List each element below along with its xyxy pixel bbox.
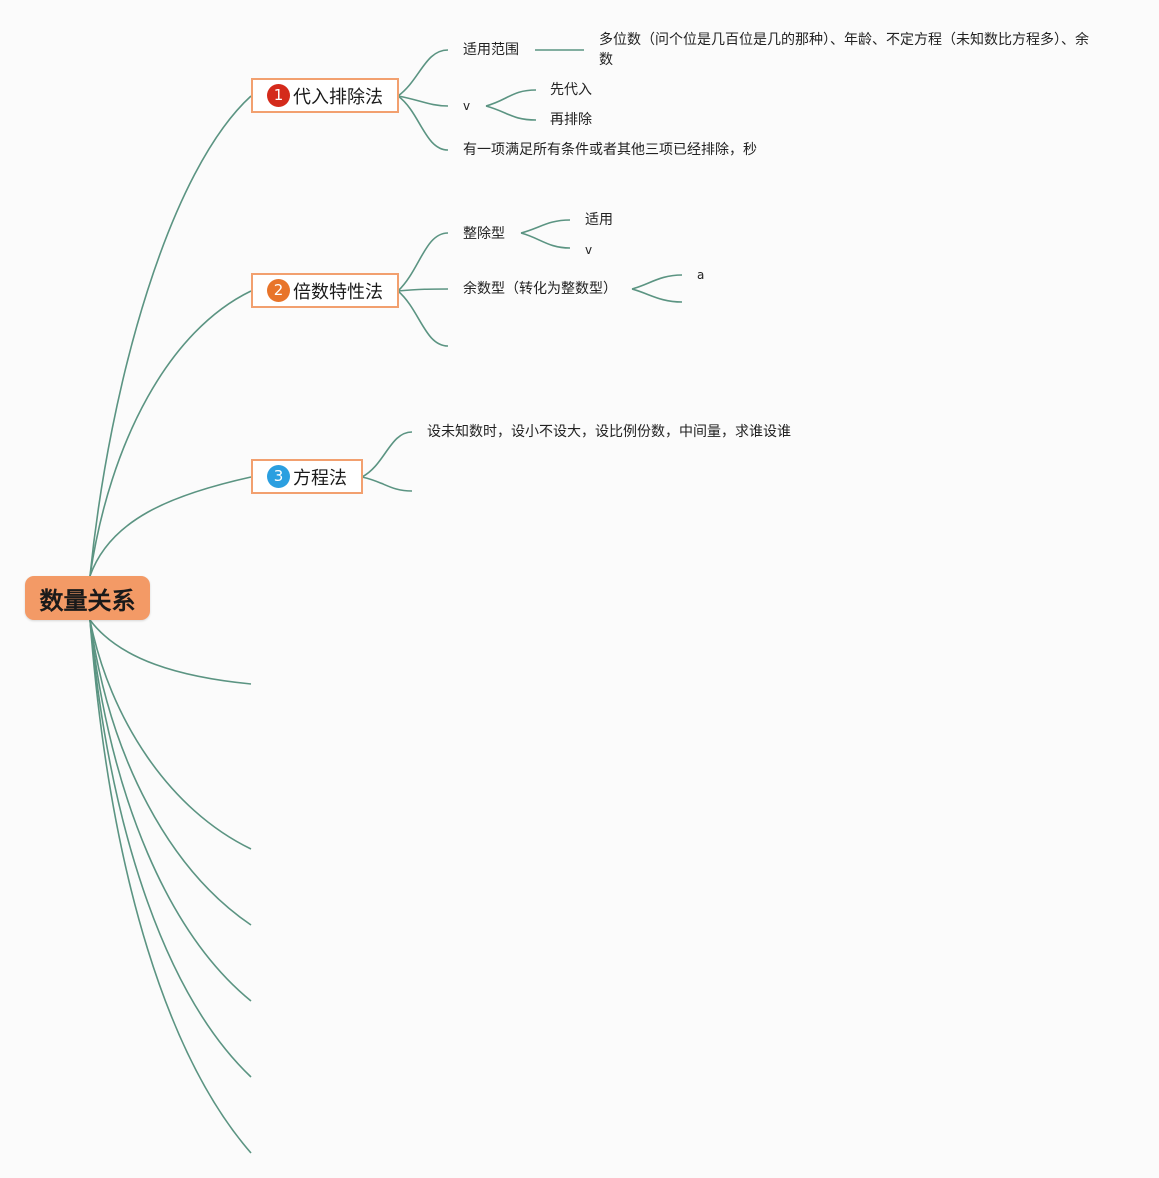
branch-substitution-elimination[interactable]: 1 代入排除法	[251, 78, 399, 113]
topic-remainder[interactable]: 余数型（转化为整数型）	[463, 281, 617, 297]
topic-v[interactable]: v	[463, 99, 471, 113]
branch-label: 代入排除法	[293, 86, 383, 108]
link-root-empty6	[89, 619, 252, 926]
topic-divisible[interactable]: 整除型	[463, 226, 505, 242]
badge-1-icon: 1	[267, 84, 290, 107]
link-div-suitable	[520, 219, 571, 234]
link-b3-empty	[361, 476, 413, 492]
link-b1-rule	[397, 95, 449, 151]
topic-scope-text[interactable]: 多位数（问个位是几百位是几的那种）、年龄、不定方程（未知数比方程多）、余数	[599, 32, 1089, 68]
link-root-empty5	[89, 619, 252, 850]
topic-then-eliminate[interactable]: 再排除	[550, 112, 592, 128]
topic-rem-a[interactable]: a	[697, 268, 705, 282]
link-b2-empty	[397, 290, 449, 347]
link-b1-v	[397, 95, 449, 107]
link-b2-divisible	[397, 232, 449, 292]
link-root-branch1	[89, 95, 252, 577]
badge-3-icon: 3	[267, 465, 290, 488]
link-rem-a	[631, 274, 683, 290]
link-b1-scope	[397, 49, 449, 97]
topic-substitute-first[interactable]: 先代入	[550, 82, 592, 98]
branch-label: 方程法	[293, 467, 347, 489]
link-root-empty7	[89, 619, 252, 1002]
branch-equation[interactable]: 3 方程法	[251, 459, 363, 494]
link-b3-tip	[361, 431, 413, 478]
topic-suitable[interactable]: 适用	[585, 212, 613, 228]
link-root-empty8	[89, 619, 252, 1078]
link-v-then	[485, 105, 537, 121]
link-div-v	[520, 232, 571, 249]
link-b2-remainder	[397, 288, 449, 292]
topic-equation-tip[interactable]: 设未知数时，设小不设大，设比例份数，中间量，求谁设谁	[427, 424, 791, 440]
topic-scope[interactable]: 适用范围	[463, 42, 519, 58]
topic-div-v[interactable]: v	[585, 243, 593, 257]
link-root-branch2	[89, 290, 252, 577]
badge-2-icon: 2	[267, 279, 290, 302]
branch-label: 倍数特性法	[293, 281, 383, 303]
link-root-empty9	[89, 619, 252, 1154]
link-root-empty4	[89, 619, 252, 685]
branch-multiple-property[interactable]: 2 倍数特性法	[251, 273, 399, 308]
link-rem-empty	[631, 288, 683, 303]
root-topic[interactable]: 数量关系	[25, 576, 150, 620]
topic-rule[interactable]: 有一项满足所有条件或者其他三项已经排除，秒	[463, 142, 757, 158]
link-root-branch3	[89, 476, 252, 577]
link-v-first	[485, 89, 537, 107]
